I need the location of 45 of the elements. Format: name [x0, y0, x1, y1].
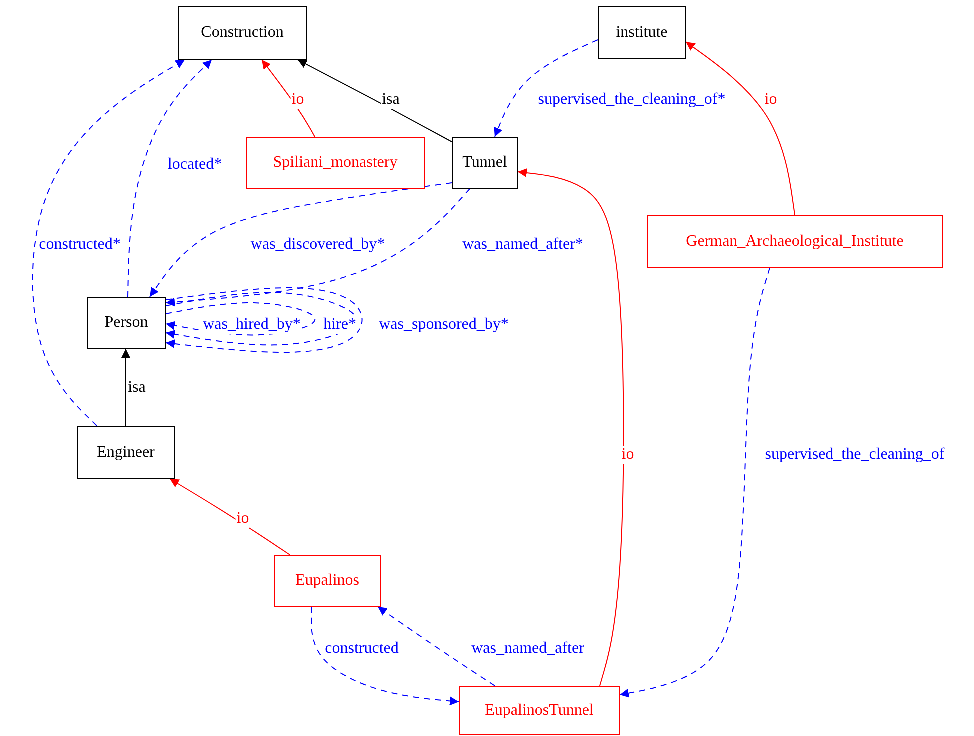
class-box	[452, 137, 518, 189]
class-box	[87, 297, 166, 349]
edge-label: io	[236, 510, 250, 528]
arrow	[494, 40, 598, 138]
edge-label: io	[290, 91, 306, 109]
arrow	[170, 478, 290, 556]
node-label: Tunnel	[462, 154, 508, 172]
arrow	[166, 188, 470, 307]
node-label: Construction	[201, 24, 284, 42]
arrow	[32, 60, 186, 426]
arrow	[378, 606, 496, 686]
arrow	[128, 60, 212, 298]
edge-label: isa	[381, 91, 401, 109]
edge-label: hire*	[322, 316, 358, 334]
edge-label: supervised_the_cleaning_of*	[537, 91, 727, 109]
class-box	[178, 6, 307, 60]
arrow	[298, 60, 452, 142]
edge-label: was_hired_by*	[202, 316, 302, 334]
edge-label: was_sponsored_by*	[378, 316, 510, 334]
edge-label: was_named_after	[470, 640, 586, 658]
node-label: Person	[104, 314, 148, 332]
class-box	[274, 555, 381, 607]
class-box	[459, 686, 620, 735]
node-label: German_Archaeological_Institute	[686, 232, 904, 250]
class-box	[77, 426, 175, 479]
edge-label: was_discovered_by*	[250, 236, 386, 254]
arrow	[518, 168, 624, 686]
arrow	[620, 268, 770, 698]
node-label: Eupalinos	[296, 572, 360, 590]
node-label: Engineer	[97, 444, 155, 462]
edge-label: was_named_after*	[462, 236, 584, 254]
arrow	[122, 348, 130, 426]
arrow	[686, 42, 796, 216]
class-box	[598, 6, 686, 59]
node-label: institute	[616, 24, 668, 42]
arrow	[262, 60, 316, 138]
arrow	[166, 288, 363, 354]
class-box	[246, 137, 425, 189]
arrow	[311, 606, 460, 706]
arrow	[150, 182, 452, 298]
class-box	[647, 215, 943, 268]
node-label: EupalinosTunnel	[485, 702, 594, 720]
node-label: Spiliani_monastery	[273, 154, 398, 172]
edge-label: io	[620, 446, 636, 464]
edge-label: supervised_the_cleaning_of	[764, 446, 946, 464]
